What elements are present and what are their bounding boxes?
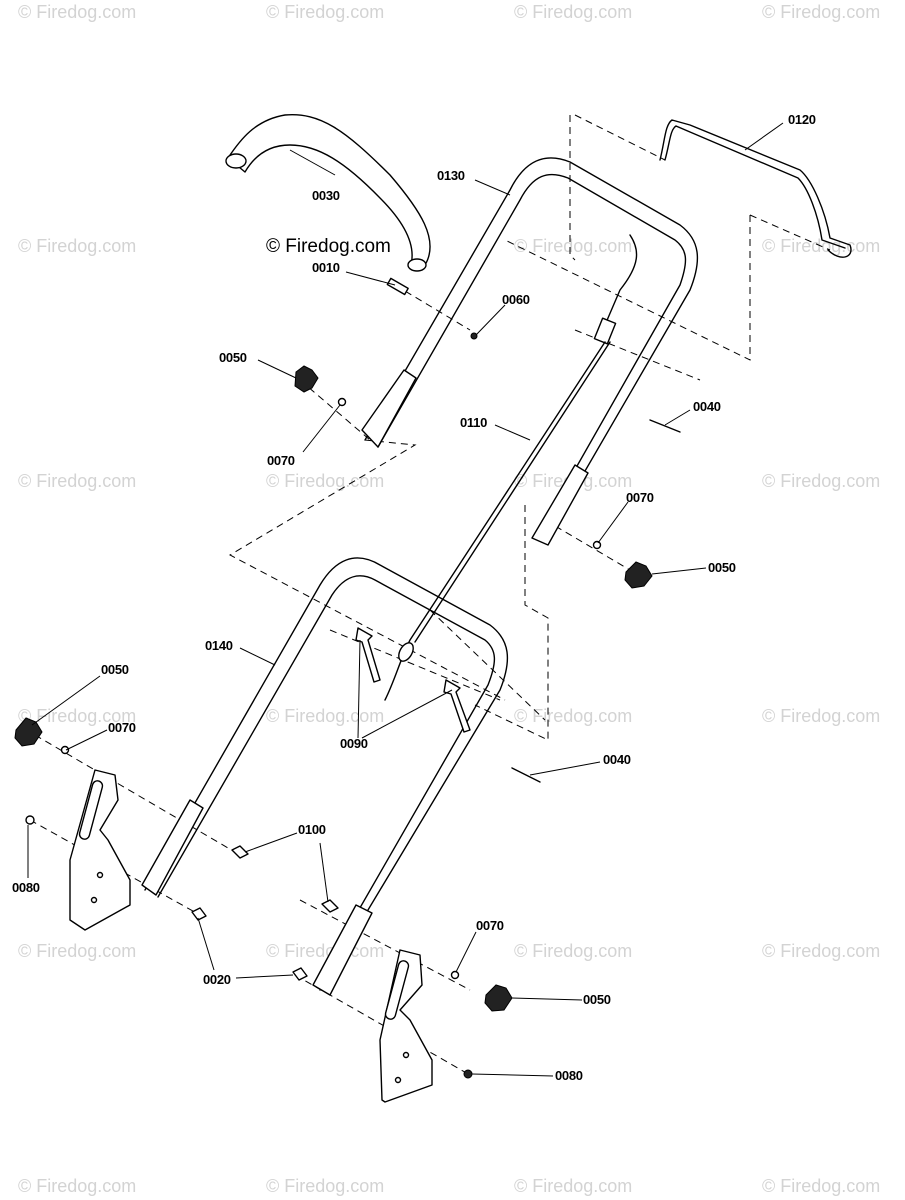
left-bracket — [69, 769, 131, 931]
watermark-text: © Firedog.com — [762, 941, 880, 961]
callout-0080-right: 0080 — [555, 1068, 583, 1083]
callout-0090: 0090 — [340, 736, 368, 751]
callout-0070-lower-left: 0070 — [108, 720, 136, 735]
watermark-text: © Firedog.com — [266, 2, 384, 22]
handle-grip — [225, 113, 431, 272]
watermark-text: © Firedog.com — [18, 1176, 136, 1196]
knob-mid-right — [624, 561, 653, 589]
callout-0040-lower: 0040 — [603, 752, 631, 767]
watermark-text: © Firedog.com — [514, 1176, 632, 1196]
callout-0050-lower-left: 0050 — [101, 662, 129, 677]
watermark-text: © Firedog.com — [762, 706, 880, 726]
right-bracket — [379, 949, 433, 1103]
callout-0050-lower-right: 0050 — [583, 992, 611, 1007]
watermark-text: © Firedog.com — [514, 236, 632, 256]
leader-lines — [27, 122, 784, 1077]
watermark-text: © Firedog.com — [18, 941, 136, 961]
callout-0070-upper: 0070 — [267, 453, 295, 468]
callout-0070-lower-right: 0070 — [476, 918, 504, 933]
watermark-text: © Firedog.com — [18, 706, 136, 726]
watermark-text: © Firedog.com — [762, 1176, 880, 1196]
lower-handle — [141, 557, 509, 996]
knob-lower-left — [14, 717, 43, 747]
watermark-text: © Firedog.com — [266, 706, 384, 726]
watermark-text: © Firedog.com — [266, 1176, 384, 1196]
watermark-text: © Firedog.com — [514, 2, 632, 22]
watermark-text: © Firedog.com — [18, 471, 136, 491]
callout-0140: 0140 — [205, 638, 233, 653]
callout-0040-upper: 0040 — [693, 399, 721, 414]
callout-0110: 0110 — [460, 415, 487, 430]
callout-labels: 0030 0130 0120 0010 0060 0050 0070 0110 … — [12, 112, 816, 1083]
callout-0120: 0120 — [788, 112, 816, 127]
callout-0080-left: 0080 — [12, 880, 40, 895]
hardware — [25, 277, 681, 1079]
watermark-text: © Firedog.com — [514, 706, 632, 726]
watermark-text: © Firedog.com — [266, 471, 384, 491]
callout-0050-mid: 0050 — [708, 560, 736, 575]
knob-upper-left — [294, 365, 319, 393]
watermark-text: © Firedog.com — [266, 941, 384, 961]
watermark-text: © Firedog.com — [18, 2, 136, 22]
callout-0010: 0010 — [312, 260, 340, 275]
watermark-text: © Firedog.com — [514, 941, 632, 961]
assembly-lines — [29, 114, 831, 1076]
callout-0070-mid: 0070 — [626, 490, 654, 505]
callout-0130: 0130 — [437, 168, 465, 183]
bail-bar — [659, 119, 852, 258]
callout-0050-upper: 0050 — [219, 350, 247, 365]
watermark-text: © Firedog.com — [762, 2, 880, 22]
watermark-text: © Firedog.com — [762, 471, 880, 491]
control-cable — [384, 234, 638, 701]
watermark-text: © Firedog.com — [18, 236, 136, 256]
callout-0020: 0020 — [203, 972, 231, 987]
upper-handle — [361, 157, 699, 546]
callout-0100: 0100 — [298, 822, 326, 837]
knob-lower-right — [484, 984, 513, 1012]
callout-0060: 0060 — [502, 292, 530, 307]
callout-0030: 0030 — [312, 188, 340, 203]
watermark-grid: © Firedog.com © Firedog.com © Firedog.co… — [18, 2, 880, 1196]
watermark-main-text: © Firedog.com — [266, 236, 391, 257]
